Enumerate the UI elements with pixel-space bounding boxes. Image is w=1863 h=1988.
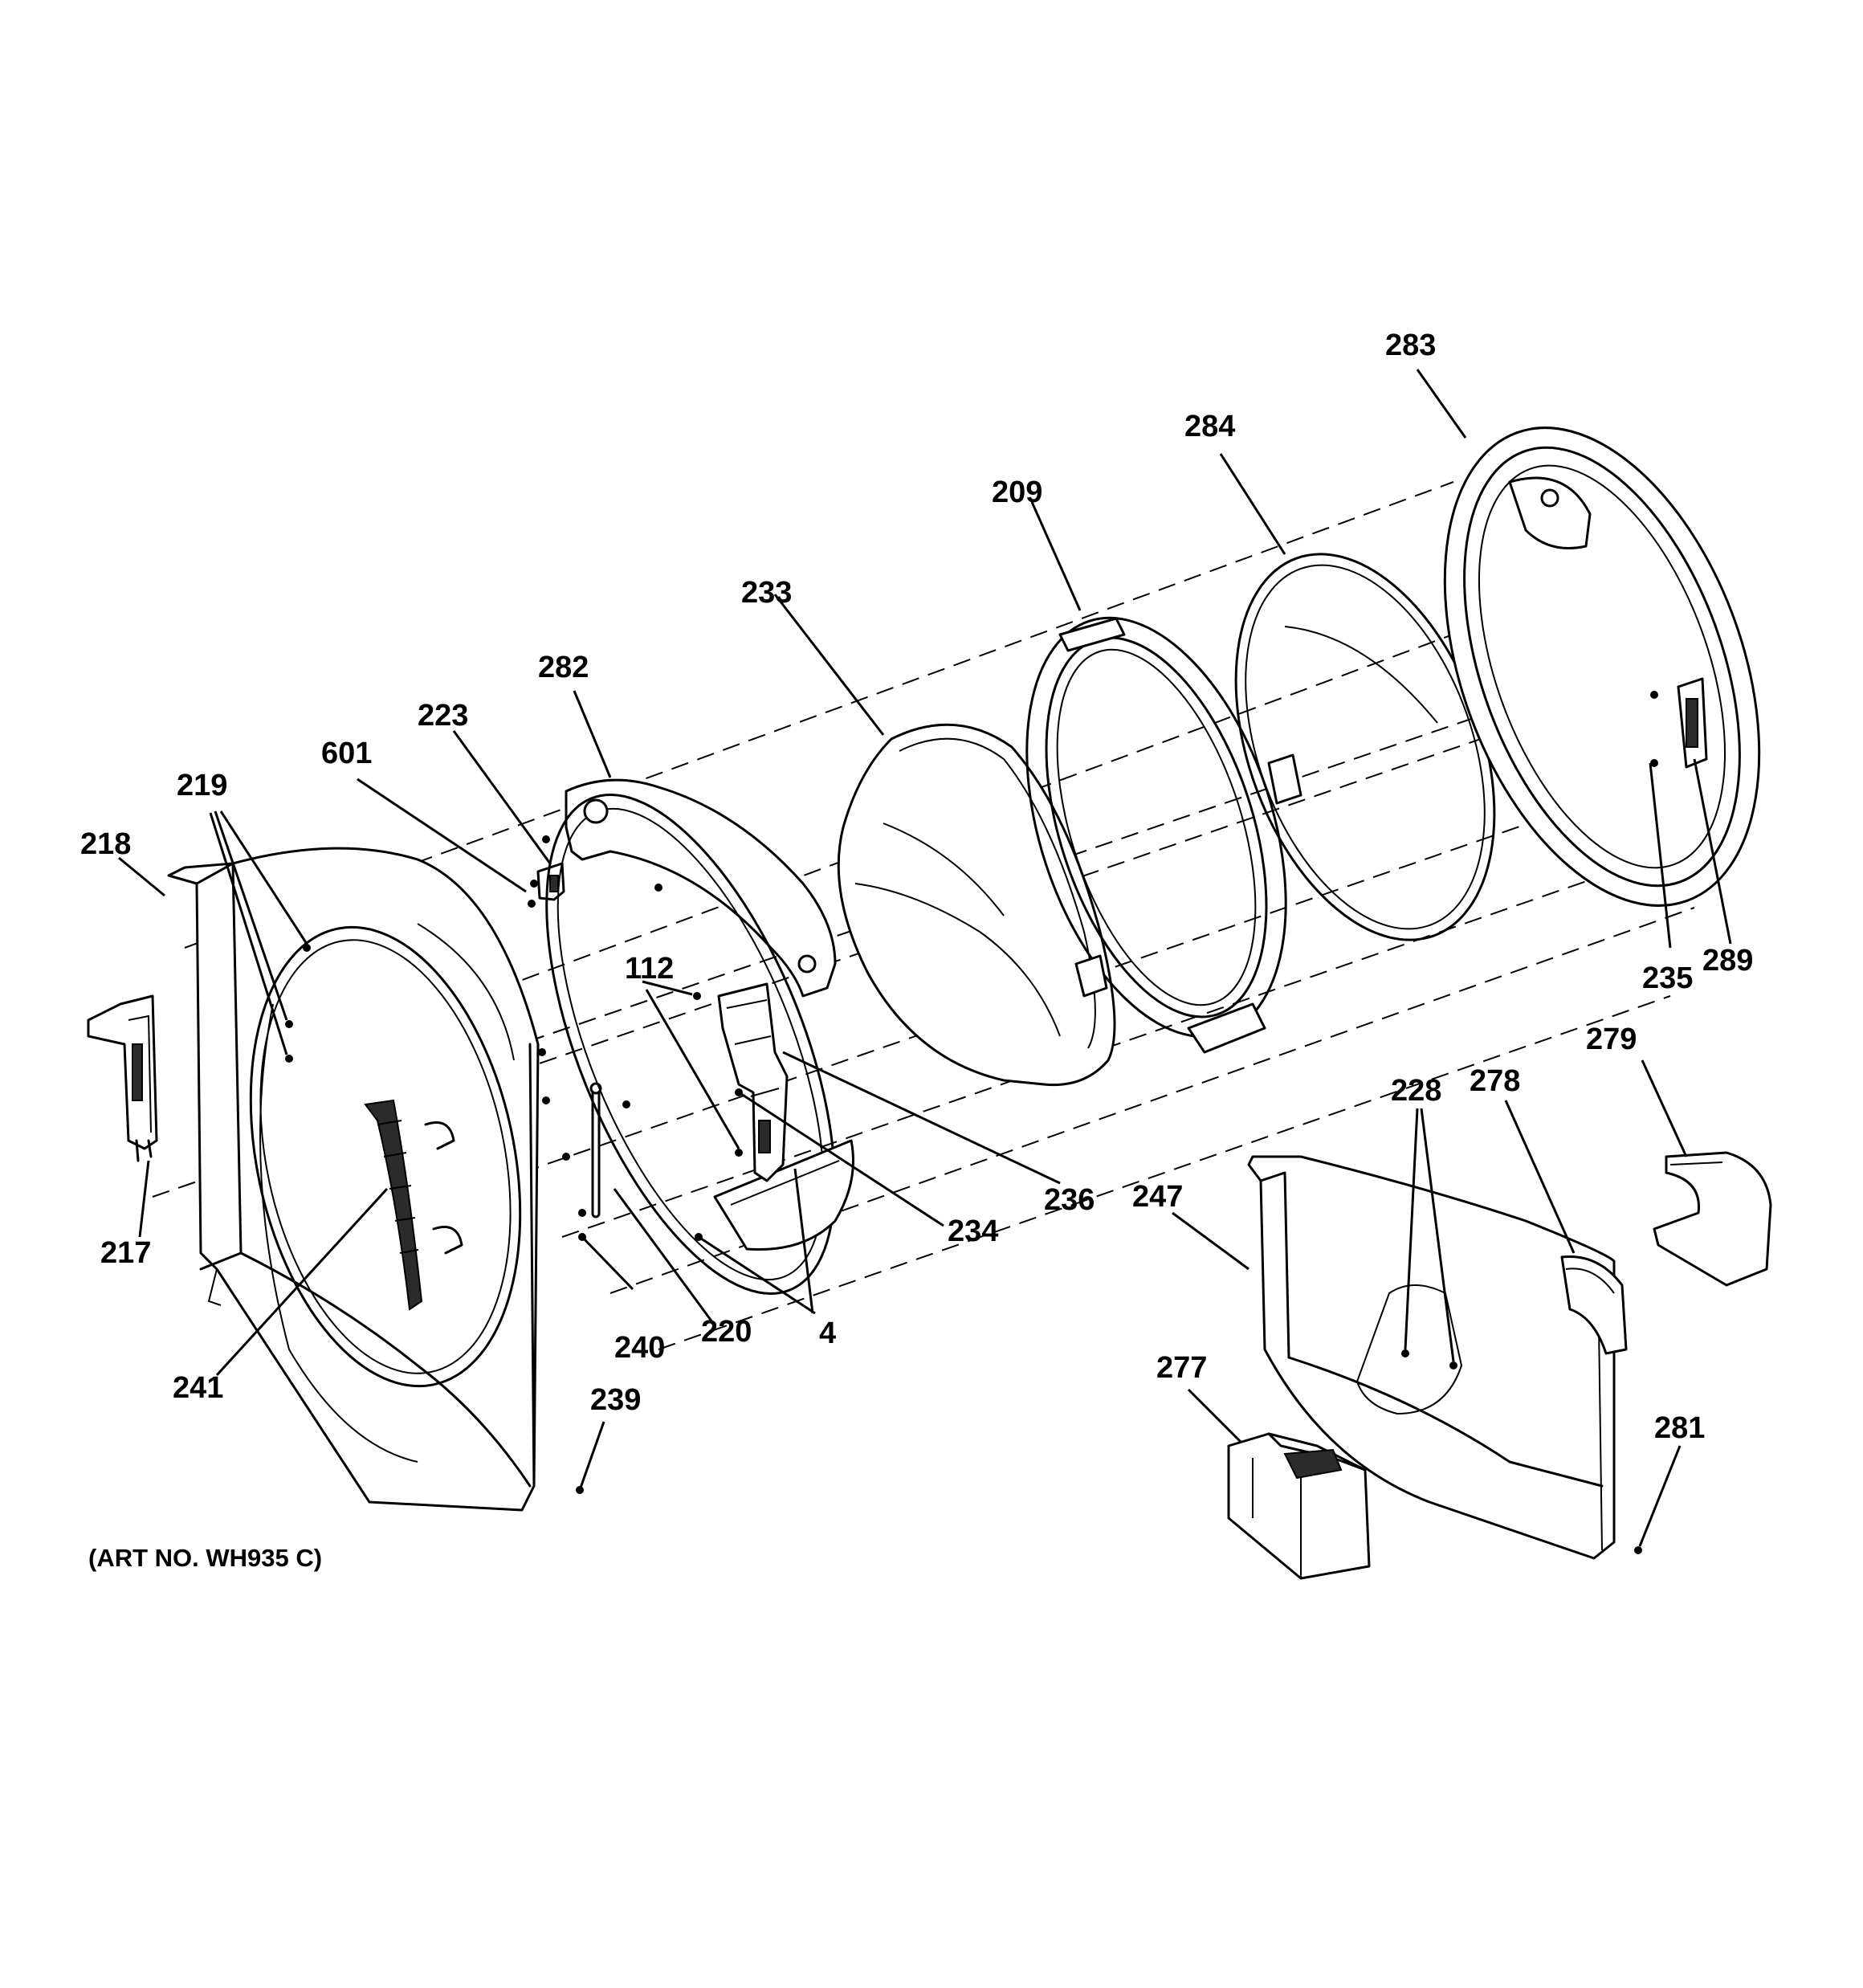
callout-241: 241 bbox=[173, 1371, 223, 1405]
callout-217: 217 bbox=[100, 1236, 151, 1270]
callout-223: 223 bbox=[418, 699, 468, 733]
callout-labels: 218 219 217 241 601 223 282 112 233 209 … bbox=[80, 329, 1753, 1572]
toe-kick-panel bbox=[1247, 1155, 1616, 1560]
callout-235: 235 bbox=[1642, 961, 1693, 995]
callout-282: 282 bbox=[538, 651, 589, 684]
callout-209: 209 bbox=[992, 476, 1042, 509]
bulkhead-front bbox=[545, 778, 854, 1295]
callout-601: 601 bbox=[321, 737, 372, 770]
rear-bulkhead bbox=[1443, 427, 1761, 907]
callout-289: 289 bbox=[1702, 944, 1753, 978]
blower-housing bbox=[1227, 1432, 1371, 1580]
callout-228: 228 bbox=[1391, 1074, 1441, 1108]
callout-284: 284 bbox=[1184, 410, 1235, 443]
callout-218: 218 bbox=[80, 827, 131, 861]
ring-housing bbox=[1025, 616, 1302, 1054]
callout-278: 278 bbox=[1470, 1064, 1520, 1098]
door-strike-bar bbox=[717, 982, 789, 1182]
callout-277: 277 bbox=[1156, 1351, 1207, 1385]
callout-236: 236 bbox=[1044, 1183, 1095, 1217]
scoop bbox=[1560, 1255, 1628, 1355]
callout-240: 240 bbox=[614, 1331, 665, 1365]
callout-279: 279 bbox=[1586, 1023, 1637, 1056]
callout-219: 219 bbox=[177, 769, 227, 802]
rod bbox=[589, 1082, 602, 1219]
art-number: (ART NO. WH935 C) bbox=[88, 1544, 322, 1572]
door-latch-bracket bbox=[87, 994, 158, 1162]
callout-233: 233 bbox=[741, 576, 792, 610]
callout-4: 4 bbox=[819, 1316, 836, 1350]
front-panel bbox=[167, 847, 540, 1512]
bracket-279 bbox=[1653, 1151, 1772, 1287]
callout-220: 220 bbox=[701, 1315, 752, 1349]
callout-281: 281 bbox=[1654, 1411, 1705, 1445]
drum-front-tub bbox=[837, 723, 1116, 1087]
callout-239: 239 bbox=[590, 1383, 641, 1417]
callout-234: 234 bbox=[948, 1214, 998, 1248]
callout-247: 247 bbox=[1132, 1180, 1183, 1214]
leader-lines bbox=[118, 369, 1732, 1547]
door-hinge-strike bbox=[364, 1099, 463, 1311]
switch-bracket bbox=[536, 862, 565, 901]
callout-283: 283 bbox=[1385, 329, 1436, 362]
callout-112: 112 bbox=[625, 952, 674, 986]
